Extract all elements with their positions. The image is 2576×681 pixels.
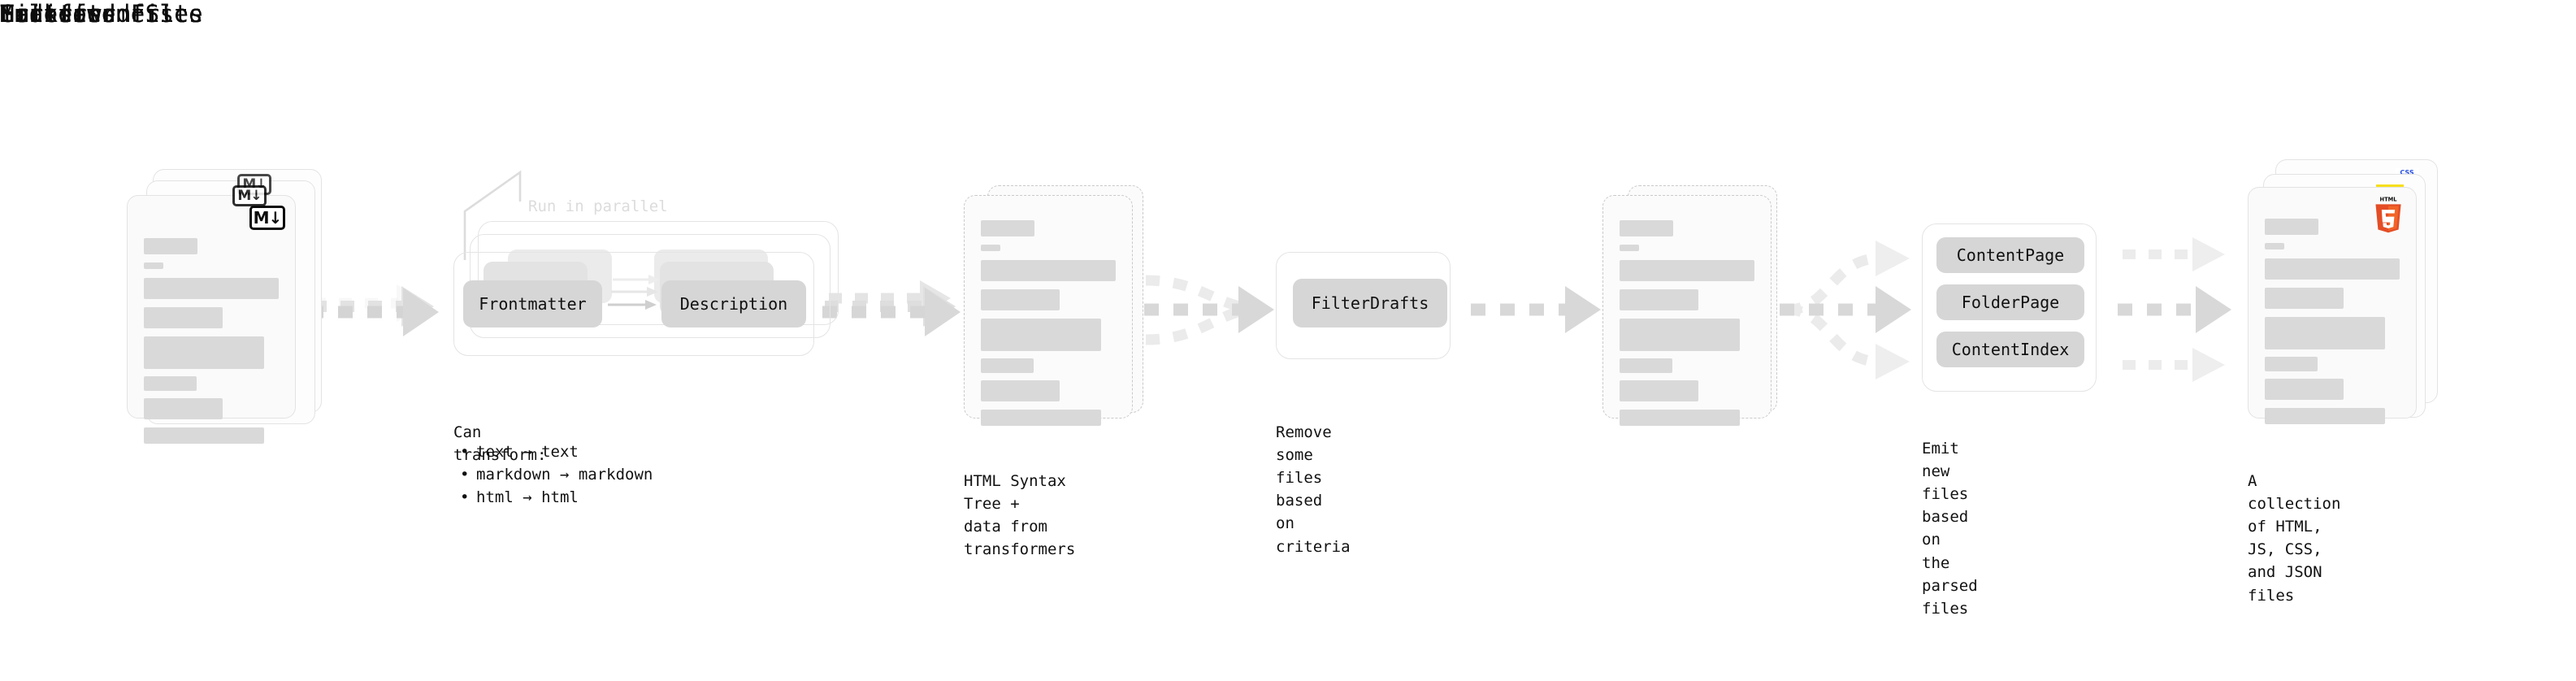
list-item: markdown → markdown (453, 463, 653, 486)
stage-emitters: ContentPage FolderPage ContentIndex Emit… (0, 0, 2097, 618)
stage-markdown-files: M↓ M↓ M↓ Markdown Files (0, 0, 322, 444)
page-title-filtered-files: Filtered files (0, 0, 204, 28)
transformer-node-description[interactable]: Description (661, 280, 806, 327)
run-in-parallel-annotation: Run in parallel (528, 197, 668, 215)
stage-filters: FilterDrafts Filters Remove some files b… (0, 0, 1451, 556)
filters-subtitle: Remove some files based on criteria (1276, 423, 1351, 556)
modified-card-front (964, 195, 1133, 426)
page-title-generated-site: Generated Site (0, 0, 204, 28)
page-title-modified-files: Modified files (0, 0, 204, 28)
transformers-bullet-list: text → text markdown → markdown html → h… (453, 440, 653, 509)
stage-transformers: Run in parallel Frontmatter Description … (0, 0, 839, 506)
stage-filtered-files: Filtered files (0, 0, 1777, 426)
page-title-emitters: Emitters (0, 0, 116, 28)
markdown-icon: M↓ (249, 206, 285, 230)
generated-site-subtitle: A collection of HTML, JS, CSS, and JSON … (2248, 472, 2341, 605)
generated-card-front: HTML (2248, 187, 2417, 424)
transformer-group-front (453, 252, 814, 356)
list-item: text → text (453, 440, 653, 463)
transformer-group-back (478, 221, 839, 325)
modified-files-subtitle: HTML Syntax Tree + data from transformer… (964, 472, 1076, 559)
page-title-filters: Filters (0, 0, 102, 28)
stage-modified-files: Modified files HTML Syntax Tree + data f… (0, 0, 1143, 558)
filter-node-filterdrafts[interactable]: FilterDrafts (1293, 279, 1447, 327)
list-item: html → html (453, 486, 653, 509)
stage-generated-site: CSS HTML Generated Site A collection of … (0, 0, 2438, 605)
transformer-node-frontmatter[interactable]: Frontmatter (463, 280, 602, 327)
emitter-node-folderpage[interactable]: FolderPage (1936, 284, 2084, 320)
html5-icon: HTML (2375, 197, 2401, 233)
markdown-card-front: M↓ (127, 195, 296, 444)
filtered-card-front (1602, 195, 1772, 426)
page-title-markdown: Markdown Files (0, 0, 204, 28)
emitter-node-contentpage[interactable]: ContentPage (1936, 237, 2084, 273)
markdown-icon-mid: M↓ (232, 185, 267, 206)
page-title-transformers: Transformers (0, 0, 175, 28)
emitters-subtitle: Emit new files based on the parsed files (1922, 440, 1978, 618)
svg-text:HTML: HTML (2380, 197, 2398, 203)
emitter-node-contentindex[interactable]: ContentIndex (1936, 332, 2084, 367)
